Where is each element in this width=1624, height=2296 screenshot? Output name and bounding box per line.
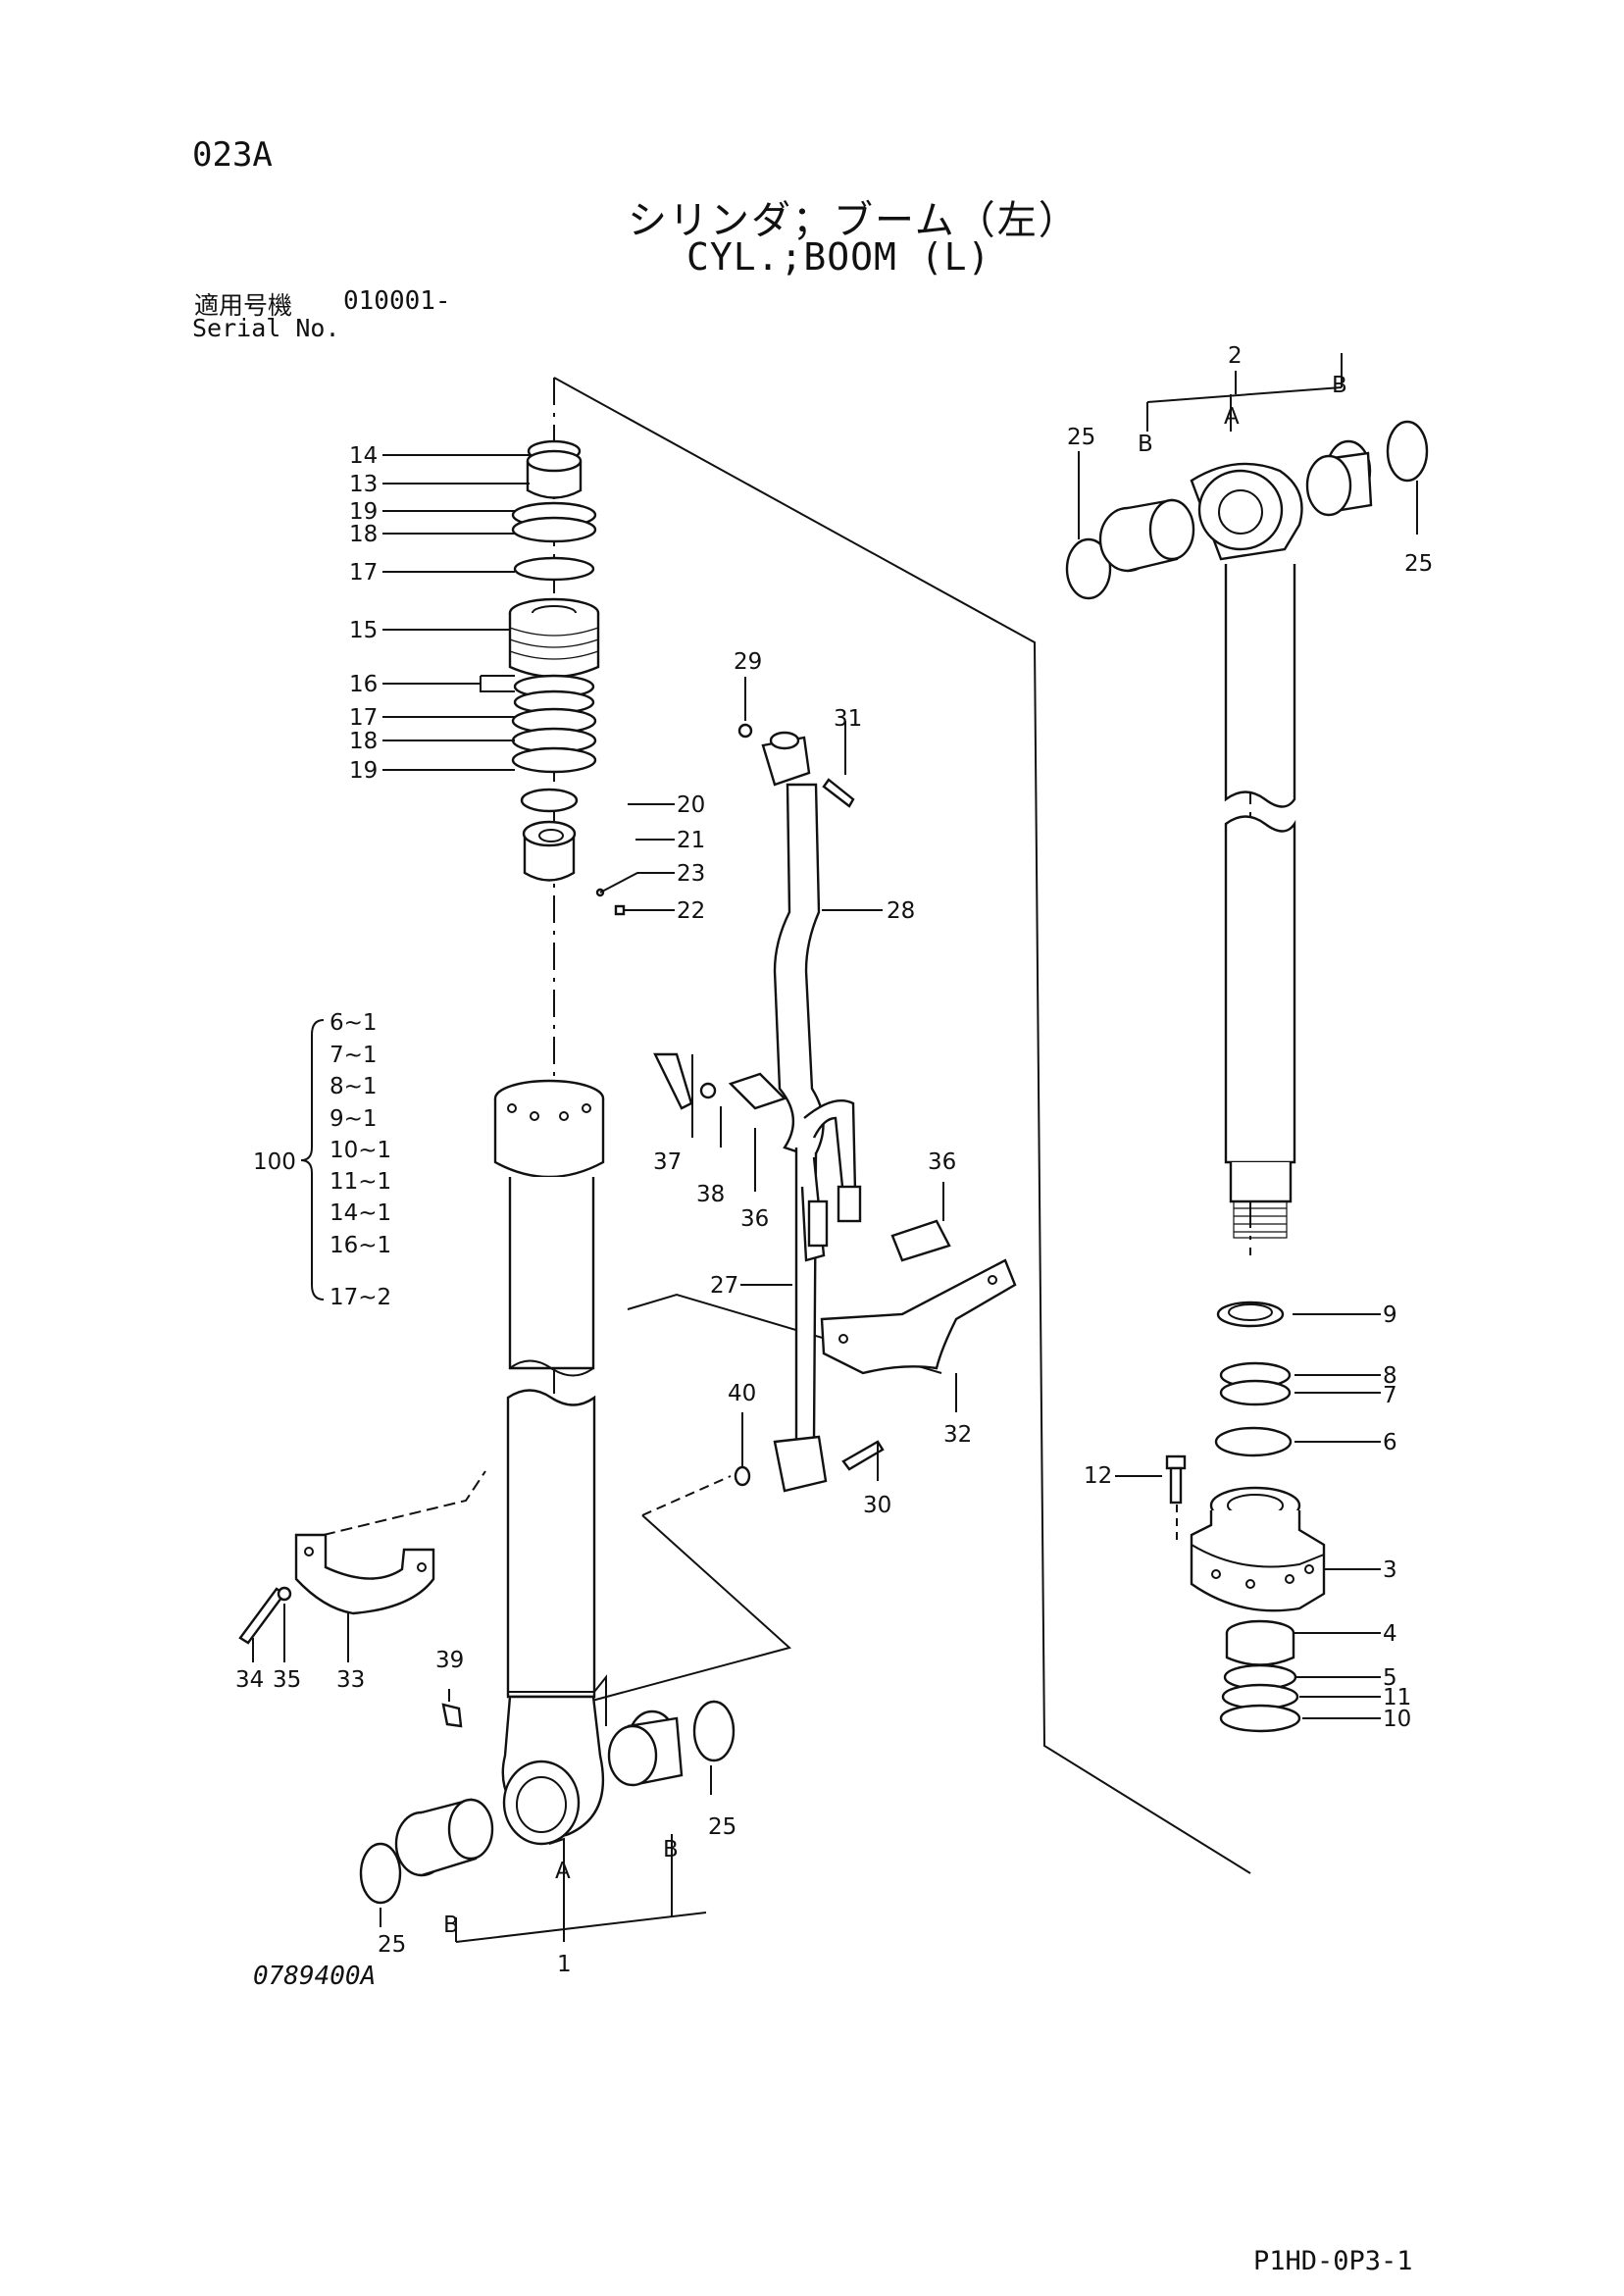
kit-item-6: 11~1	[330, 1169, 391, 1195]
callout-33: 33	[336, 1667, 365, 1693]
lower-clamp	[238, 1533, 435, 1645]
callout-18: 18	[349, 522, 378, 547]
callout-35: 35	[273, 1667, 301, 1693]
page-reference: P1HD-0P3-1	[1253, 2246, 1413, 2276]
callout-39: 39	[435, 1648, 464, 1673]
callout-21: 21	[677, 828, 705, 853]
seal-stack	[508, 439, 626, 916]
callout-17b: 17	[349, 705, 378, 731]
pipe-assembly	[653, 723, 1017, 1493]
serial-label-english: Serial No.	[192, 314, 340, 342]
callout-25: 25	[378, 1932, 406, 1958]
callout-25-top-left: 25	[1067, 425, 1095, 450]
callout-13: 13	[349, 472, 378, 497]
kit-item-7: 14~1	[330, 1200, 391, 1226]
kit-item-8: 16~1	[330, 1233, 391, 1258]
callout-40: 40	[728, 1381, 756, 1406]
callout-7: 7	[1383, 1383, 1397, 1408]
kit-item-9: 17~2	[330, 1285, 391, 1310]
callout-19: 19	[349, 499, 378, 525]
callout-27: 27	[710, 1273, 738, 1299]
callout-22: 22	[677, 898, 705, 924]
callout-15: 15	[349, 618, 378, 643]
callout-letter-b: B	[663, 1837, 679, 1862]
kit-item-1: 6~1	[330, 1010, 378, 1036]
title-english: CYL.;BOOM (L)	[686, 235, 991, 279]
callout-25-top-right: 25	[1404, 551, 1433, 577]
callout-36: 36	[740, 1206, 769, 1232]
callout-17: 17	[349, 560, 378, 586]
callout-19b: 19	[349, 758, 378, 784]
callout-8: 8	[1383, 1363, 1397, 1389]
callout-32: 32	[943, 1422, 972, 1448]
callout-38: 38	[696, 1182, 725, 1207]
serial-label-japanese: 適用号機	[194, 291, 293, 320]
callout-25b: 25	[708, 1814, 736, 1840]
callout-37: 37	[653, 1149, 682, 1175]
callout-10: 10	[1383, 1707, 1411, 1732]
callout-36b: 36	[928, 1149, 956, 1175]
callout-30: 30	[863, 1493, 891, 1518]
title-japanese: シリンダ；ブーム（左）	[628, 198, 1080, 243]
serial-value: 010001-	[343, 286, 451, 316]
kit-item-5: 10~1	[330, 1138, 391, 1163]
kit-item-4: 9~1	[330, 1106, 378, 1132]
callout-31: 31	[834, 706, 862, 732]
leader-lines	[252, 353, 1418, 1943]
callout-14: 14	[349, 443, 378, 469]
callout-34: 34	[235, 1667, 264, 1693]
callout-letter-b-left: B	[443, 1913, 459, 1938]
page-code: 023A	[192, 135, 273, 175]
callout-20: 20	[677, 792, 705, 818]
callout-5: 5	[1383, 1665, 1397, 1691]
callout-6: 6	[1383, 1430, 1397, 1455]
callout-letter-b-top-left: B	[1138, 432, 1153, 457]
callout-3: 3	[1383, 1557, 1397, 1583]
piston-parts	[1165, 1301, 1326, 1733]
callout-28: 28	[887, 898, 915, 924]
callout-4: 4	[1383, 1621, 1397, 1647]
kit-item-2: 7~1	[330, 1043, 378, 1068]
callout-letter-a: A	[555, 1859, 571, 1884]
callout-letter-b-top: B	[1332, 373, 1347, 398]
callout-9: 9	[1383, 1302, 1397, 1328]
grease-fitting	[441, 1703, 463, 1728]
callout-letter-a-top: A	[1224, 404, 1240, 430]
callout-2: 2	[1228, 343, 1243, 369]
left-bushings	[359, 1700, 736, 1905]
callout-29: 29	[734, 649, 762, 675]
callout-23: 23	[677, 861, 705, 887]
drawing-number: 0789400A	[253, 1962, 377, 1991]
callout-16: 16	[349, 672, 378, 697]
callout-labels: 14 13 19 18 17 15 16 17 18 19 20 21 23 2…	[235, 343, 1433, 1977]
callout-100: 100	[253, 1149, 296, 1175]
cylinder-tube	[493, 1079, 607, 1863]
kit-item-3: 8~1	[330, 1074, 378, 1099]
callout-18b: 18	[349, 729, 378, 754]
piston-rod	[1065, 420, 1429, 1239]
callout-1: 1	[557, 1952, 572, 1977]
callout-12: 12	[1084, 1463, 1112, 1489]
callout-11: 11	[1383, 1685, 1411, 1710]
